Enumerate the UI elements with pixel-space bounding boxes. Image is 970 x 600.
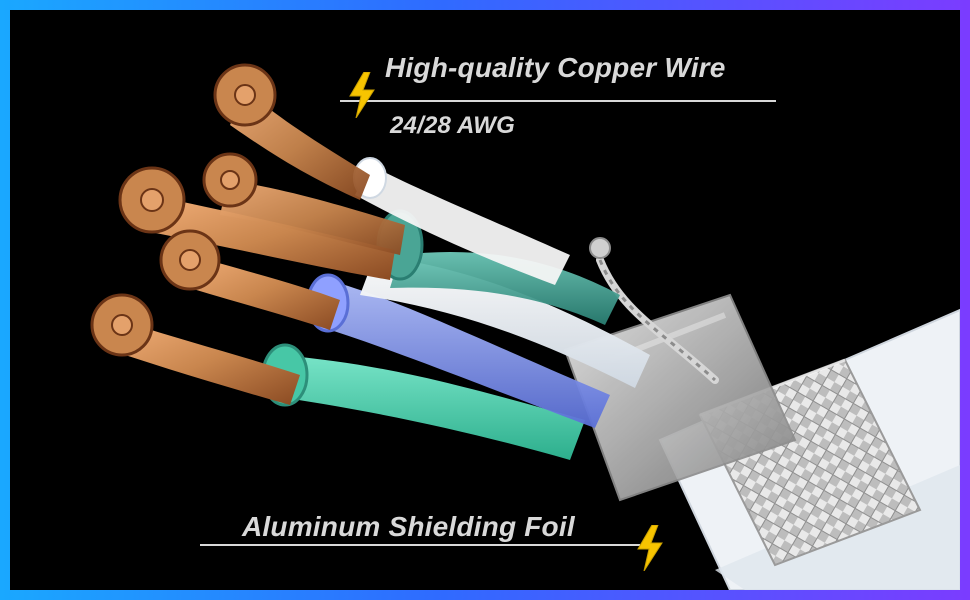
- copper-callout-rule: [340, 100, 776, 102]
- copper-callout-title: High-quality Copper Wire: [385, 52, 726, 83]
- foil-callout-rule: [200, 544, 640, 546]
- copper-strands: [90, 63, 405, 405]
- copper-callout-subtitle: 24/28 AWG: [390, 112, 515, 139]
- photo-canvas: High-quality Copper Wire 24/28 AWG Alumi…: [10, 10, 960, 590]
- cable-illustration: [90, 63, 960, 590]
- lightning-bolt-icon: [349, 72, 375, 118]
- drain-wire: [589, 237, 719, 384]
- lightning-bolt-icon: [637, 525, 663, 571]
- insulated-wires: [261, 157, 650, 460]
- foil-callout-title: Aluminum Shielding Foil: [242, 511, 575, 542]
